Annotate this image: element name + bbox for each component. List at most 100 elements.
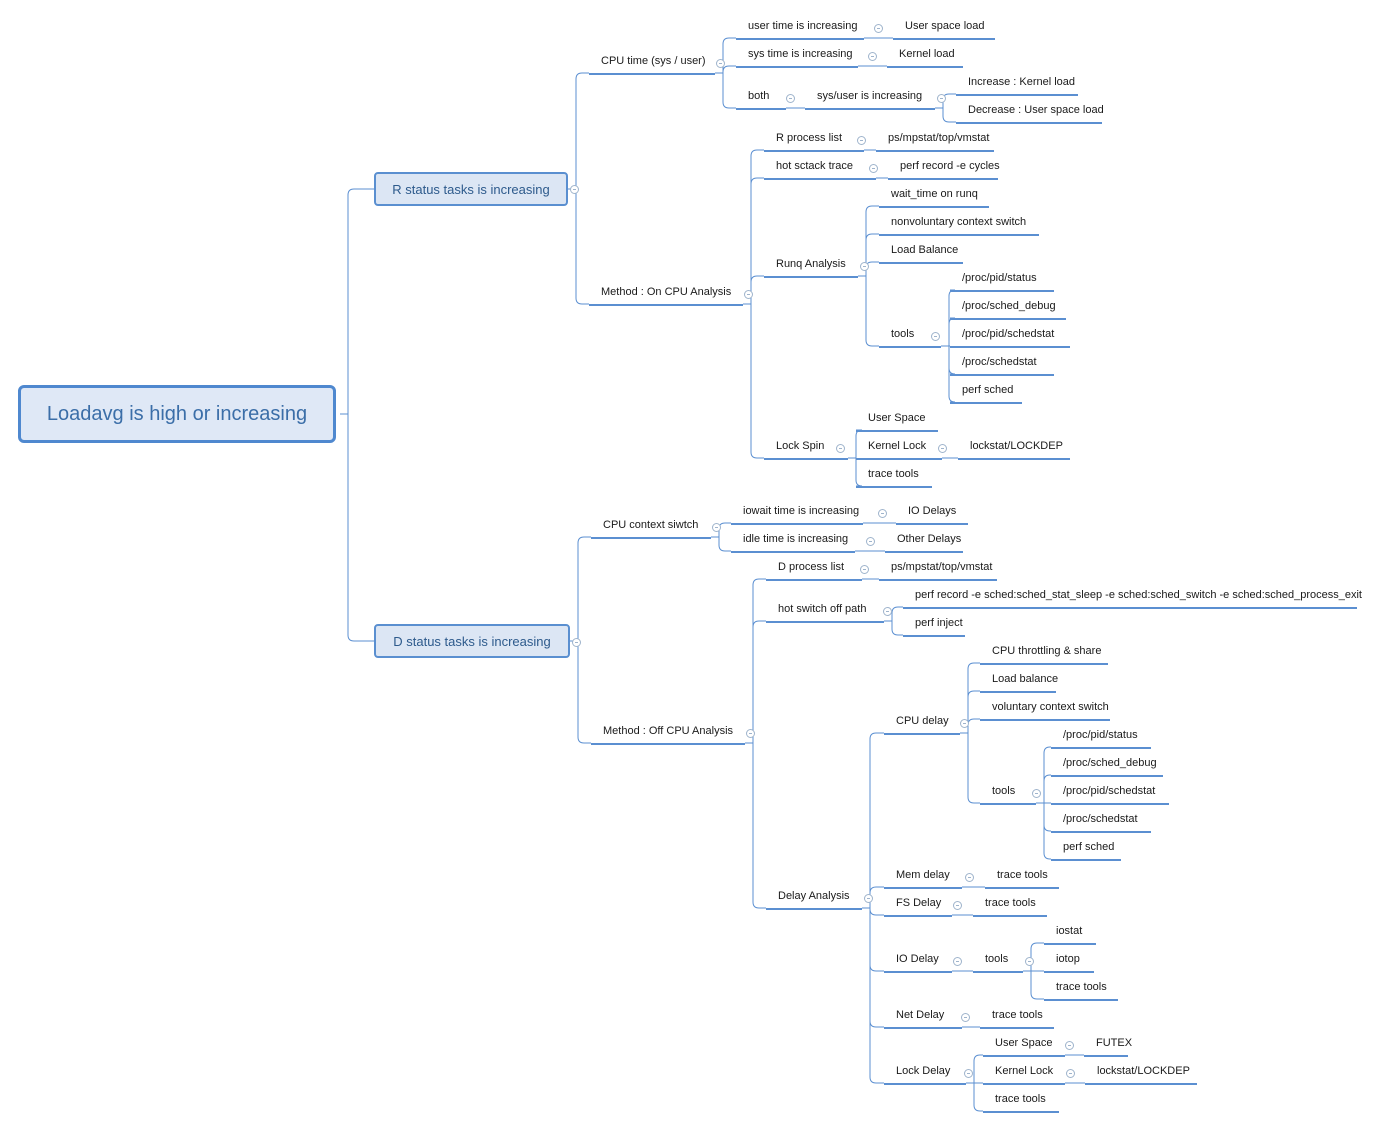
- d-process-list-node[interactable]: D process list: [778, 561, 845, 573]
- lock-delay-kernel-node[interactable]: Kernel Lock: [995, 1065, 1054, 1077]
- net-trace-node[interactable]: trace tools: [992, 1009, 1043, 1021]
- lock-delay-user-collapse-icon[interactable]: [1065, 1041, 1074, 1050]
- d-status-collapse-icon[interactable]: [572, 638, 581, 647]
- user-time-node[interactable]: user time is increasing: [748, 20, 858, 32]
- r-process-tool-node[interactable]: ps/mpstat/top/vmstat: [888, 132, 990, 144]
- io-delay-node[interactable]: IO Delay: [896, 953, 939, 965]
- both-collapse-icon[interactable]: [786, 94, 795, 103]
- cpu-time-collapse-icon[interactable]: [716, 59, 725, 68]
- lock-delay-node[interactable]: Lock Delay: [896, 1065, 951, 1077]
- off-cpu-node[interactable]: Method : Off CPU Analysis: [603, 725, 734, 737]
- lock-delay-trace-node[interactable]: trace tools: [995, 1093, 1046, 1105]
- io-tool-item[interactable]: iotop: [1056, 953, 1080, 965]
- hot-switch-collapse-icon[interactable]: [883, 607, 892, 616]
- cpu-delay-item[interactable]: voluntary context switch: [992, 701, 1109, 713]
- idle-collapse-icon[interactable]: [866, 537, 875, 546]
- both-node[interactable]: both: [748, 90, 770, 102]
- runq-tool-item[interactable]: /proc/pid/status: [962, 272, 1037, 284]
- cpu-tool-item[interactable]: /proc/schedstat: [1063, 813, 1138, 825]
- mem-trace-node[interactable]: trace tools: [997, 869, 1048, 881]
- runq-tool-item[interactable]: /proc/schedstat: [962, 356, 1037, 368]
- other-delays-node[interactable]: Other Delays: [897, 533, 962, 545]
- r-process-collapse-icon[interactable]: [857, 136, 866, 145]
- runq-tools-collapse-icon[interactable]: [931, 332, 940, 341]
- delay-analysis-node[interactable]: Delay Analysis: [778, 890, 850, 902]
- cpu-delay-item[interactable]: CPU throttling & share: [992, 645, 1102, 657]
- iowait-node[interactable]: iowait time is increasing: [743, 505, 860, 517]
- lock-trace-node[interactable]: trace tools: [868, 468, 919, 480]
- runq-tool-item[interactable]: /proc/sched_debug: [962, 300, 1056, 312]
- lock-delay-user-node[interactable]: User Space: [995, 1037, 1053, 1049]
- cpu-delay-node[interactable]: CPU delay: [896, 715, 949, 727]
- runq-item[interactable]: nonvoluntary context switch: [891, 216, 1027, 228]
- idle-node[interactable]: idle time is increasing: [743, 533, 849, 545]
- runq-collapse-icon[interactable]: [860, 262, 869, 271]
- hot-stack-collapse-icon[interactable]: [869, 164, 878, 173]
- io-tools-node[interactable]: tools: [985, 953, 1009, 965]
- r-process-list-node[interactable]: R process list: [776, 132, 843, 144]
- cpu-delay-item[interactable]: Load balance: [992, 673, 1059, 685]
- user-time-collapse-icon[interactable]: [874, 24, 883, 33]
- net-delay-collapse-icon[interactable]: [961, 1013, 970, 1022]
- cpu-tool-item[interactable]: perf sched: [1063, 841, 1115, 853]
- on-cpu-node[interactable]: Method : On CPU Analysis: [601, 286, 732, 298]
- cpu-tool-item[interactable]: /proc/pid/schedstat: [1063, 785, 1156, 797]
- fs-delay-collapse-icon[interactable]: [953, 901, 962, 910]
- cpu-tool-item[interactable]: /proc/pid/status: [1063, 729, 1138, 741]
- fs-delay-node[interactable]: FS Delay: [896, 897, 942, 909]
- io-tool-item[interactable]: iostat: [1056, 925, 1083, 937]
- sys-user-node[interactable]: sys/user is increasing: [817, 90, 923, 102]
- root-topic[interactable]: Loadavg is high or increasing: [18, 385, 336, 443]
- lock-user-space-node[interactable]: User Space: [868, 412, 926, 424]
- cpu-tools-collapse-icon[interactable]: [1032, 789, 1041, 798]
- perf-inject-node[interactable]: perf inject: [915, 617, 963, 629]
- cpu-context-node[interactable]: CPU context siwtch: [603, 519, 699, 531]
- cpu-time-node[interactable]: CPU time (sys / user): [601, 55, 706, 67]
- runq-tools-node[interactable]: tools: [891, 328, 915, 340]
- io-delay-collapse-icon[interactable]: [953, 957, 962, 966]
- on-cpu-collapse-icon[interactable]: [744, 290, 753, 299]
- cpu-delay-collapse-icon[interactable]: [960, 719, 969, 728]
- perf-cycles-node[interactable]: perf record -e cycles: [900, 160, 1000, 172]
- user-space-load-node[interactable]: User space load: [905, 20, 985, 32]
- mem-delay-collapse-icon[interactable]: [965, 873, 974, 882]
- perf-sched-record-node[interactable]: perf record -e sched:sched_stat_sleep -e…: [915, 589, 1362, 601]
- io-delays-node[interactable]: IO Delays: [908, 505, 957, 517]
- decrease-node[interactable]: Decrease : User space load: [968, 104, 1104, 116]
- runq-item[interactable]: wait_time on runq: [891, 188, 978, 200]
- d-status-topic[interactable]: D status tasks is increasing: [374, 624, 570, 658]
- iowait-collapse-icon[interactable]: [878, 509, 887, 518]
- kernel-load-node[interactable]: Kernel load: [899, 48, 955, 60]
- lock-delay-lockstat-node[interactable]: lockstat/LOCKDEP: [1097, 1065, 1190, 1077]
- r-status-topic[interactable]: R status tasks is increasing: [374, 172, 568, 206]
- runq-tool-item[interactable]: /proc/pid/schedstat: [962, 328, 1055, 340]
- lock-kernel-collapse-icon[interactable]: [938, 444, 947, 453]
- lockstat-node[interactable]: lockstat/LOCKDEP: [970, 440, 1063, 452]
- lock-delay-kernel-collapse-icon[interactable]: [1066, 1069, 1075, 1078]
- cpu-tools-node[interactable]: tools: [992, 785, 1016, 797]
- increase-node[interactable]: Increase : Kernel load: [968, 76, 1076, 88]
- lock-kernel-node[interactable]: Kernel Lock: [868, 440, 927, 452]
- io-tool-item[interactable]: trace tools: [1056, 981, 1107, 993]
- d-process-tool-node[interactable]: ps/mpstat/top/vmstat: [891, 561, 993, 573]
- runq-node[interactable]: Runq Analysis: [776, 258, 846, 270]
- sys-time-collapse-icon[interactable]: [868, 52, 877, 61]
- sys-user-collapse-icon[interactable]: [937, 94, 946, 103]
- lock-delay-collapse-icon[interactable]: [964, 1069, 973, 1078]
- delay-analysis-collapse-icon[interactable]: [864, 894, 873, 903]
- futex-node[interactable]: FUTEX: [1096, 1037, 1133, 1049]
- runq-tool-item[interactable]: perf sched: [962, 384, 1014, 396]
- r-status-collapse-icon[interactable]: [570, 185, 579, 194]
- hot-stack-node[interactable]: hot sctack trace: [776, 160, 854, 172]
- d-process-collapse-icon[interactable]: [860, 565, 869, 574]
- runq-item[interactable]: Load Balance: [891, 244, 959, 256]
- cpu-tool-item[interactable]: /proc/sched_debug: [1063, 757, 1157, 769]
- lock-spin-collapse-icon[interactable]: [836, 444, 845, 453]
- mem-delay-node[interactable]: Mem delay: [896, 869, 950, 881]
- hot-switch-node[interactable]: hot switch off path: [778, 603, 867, 615]
- io-tools-collapse-icon[interactable]: [1025, 957, 1034, 966]
- fs-trace-node[interactable]: trace tools: [985, 897, 1036, 909]
- net-delay-node[interactable]: Net Delay: [896, 1009, 945, 1021]
- lock-spin-node[interactable]: Lock Spin: [776, 440, 825, 452]
- off-cpu-collapse-icon[interactable]: [746, 729, 755, 738]
